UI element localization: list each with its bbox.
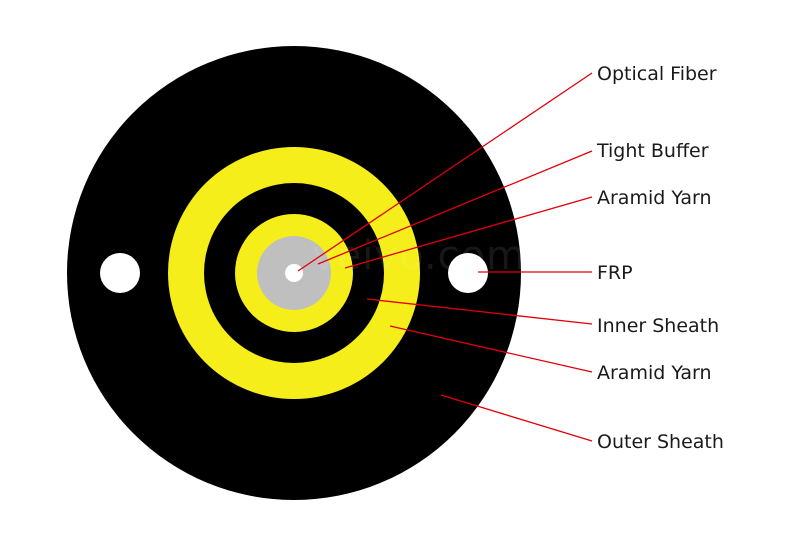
watermark-text: veivo.com	[312, 233, 526, 279]
label-outer-sheath: Outer Sheath	[597, 431, 724, 453]
leader-outer-sheath	[440, 394, 593, 442]
label-frp: FRP	[597, 262, 633, 284]
label-aramid-yarn-inner: Aramid Yarn	[597, 187, 712, 209]
label-aramid-yarn-outer: Aramid Yarn	[597, 362, 712, 384]
leader-inner-sheath	[366, 298, 593, 325]
fiber-core-circle	[285, 264, 303, 282]
leader-optical-fiber	[297, 72, 593, 272]
component-labels: Optical Fiber Tight Buffer Aramid Yarn F…	[596, 63, 724, 453]
leader-lines	[297, 72, 593, 442]
leader-aramid-yarn-inner	[344, 196, 593, 269]
label-tight-buffer: Tight Buffer	[596, 140, 709, 162]
leader-tight-buffer	[317, 150, 593, 265]
label-inner-sheath: Inner Sheath	[597, 315, 719, 337]
leader-aramid-yarn-outer	[389, 325, 593, 373]
frp-right-circle	[448, 253, 488, 293]
frp-left-circle	[100, 253, 140, 293]
label-optical-fiber: Optical Fiber	[597, 63, 717, 85]
